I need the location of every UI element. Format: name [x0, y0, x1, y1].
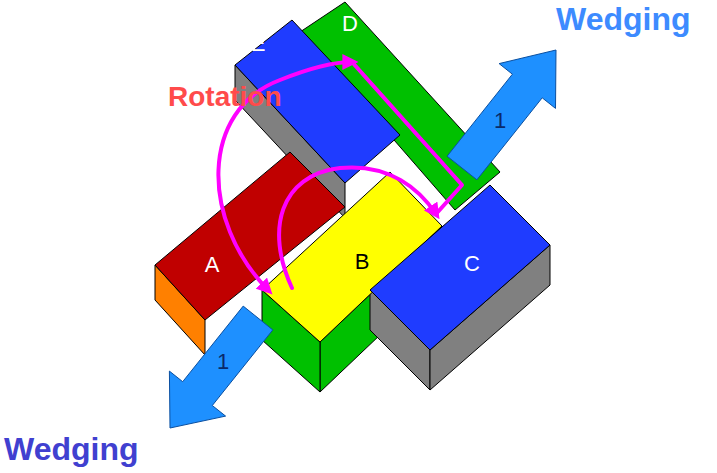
block-letter: D: [342, 12, 358, 36]
block-face: C: [370, 185, 550, 350]
callout-number: 1: [217, 350, 229, 374]
block-top: [370, 185, 550, 350]
block-letter: A: [205, 253, 220, 277]
block-face-shape: [370, 185, 550, 350]
wedging-arrow: [447, 50, 556, 180]
rotation-arrow: [352, 62, 462, 214]
motion-label: Wedging: [556, 2, 691, 37]
block-letter: B: [355, 250, 370, 274]
callout-number: 1: [494, 109, 506, 133]
block-letter: C: [464, 252, 480, 276]
rotation-arrow: [279, 167, 436, 288]
motion-label: Rotation: [168, 82, 282, 113]
block-letter: E: [251, 32, 266, 56]
motion-label: Wedging: [4, 432, 139, 467]
wedging-arrow: [169, 306, 272, 428]
